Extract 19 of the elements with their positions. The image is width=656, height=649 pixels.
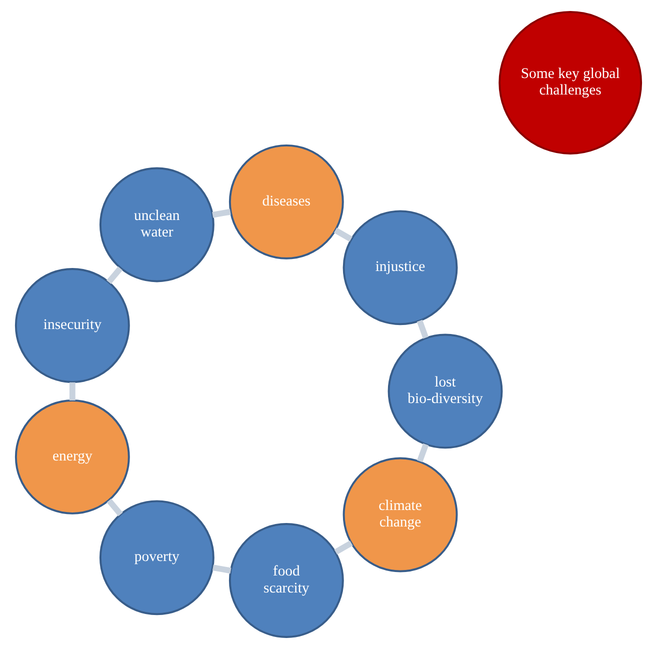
connector <box>416 320 428 339</box>
node-circle: insecurity <box>14 268 130 383</box>
connector <box>106 498 122 516</box>
node-circle: food scarcity <box>228 523 344 638</box>
connector <box>212 564 231 574</box>
node-circle: climate change <box>342 457 458 572</box>
node-circle: energy <box>14 399 130 514</box>
node-circle: poverty <box>98 500 214 616</box>
connector <box>212 208 230 218</box>
node-circle: lost bio-diversity <box>387 334 502 449</box>
connector <box>334 540 352 555</box>
connector <box>416 443 428 462</box>
connector <box>333 228 352 242</box>
node-circle: diseases <box>228 144 344 260</box>
connector <box>68 382 75 400</box>
connector <box>106 266 122 284</box>
node-circle: Some key global challenges <box>498 11 642 154</box>
node-circle: injustice <box>342 210 458 326</box>
node-circle: unclean water <box>98 167 214 282</box>
